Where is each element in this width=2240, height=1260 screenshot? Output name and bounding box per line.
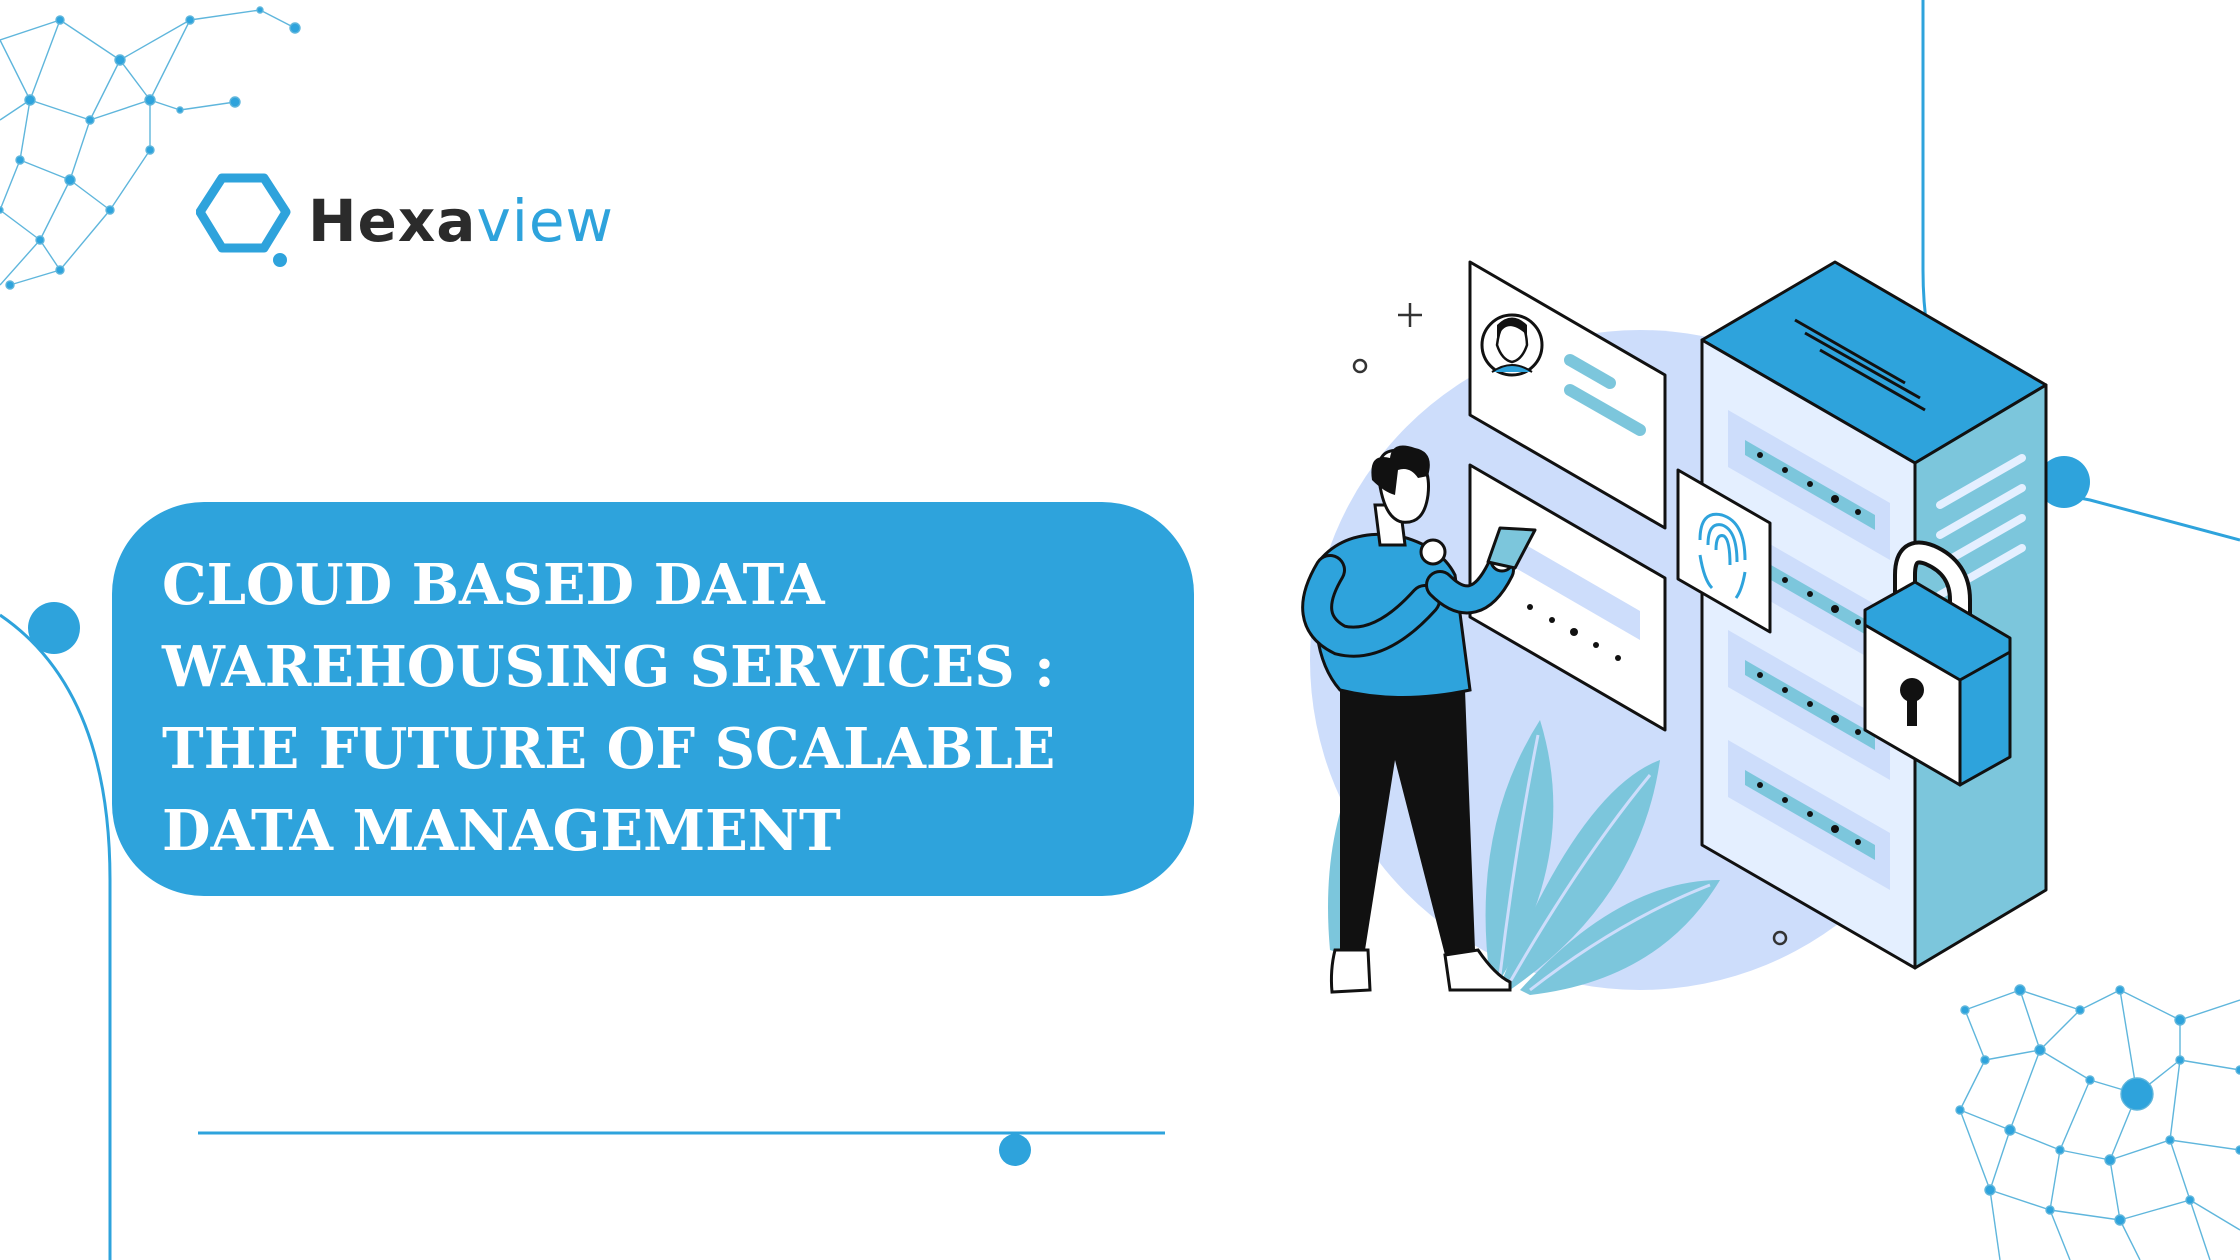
- fingerprint-icon: [1698, 512, 1747, 599]
- headline-line-1: CLOUD BASED DATA: [162, 552, 825, 618]
- brand-wordmark: Hexaview: [308, 186, 614, 256]
- network-mesh-top-left: [0, 6, 301, 290]
- headline-line-2: WAREHOUSING SERVICES :: [162, 634, 1055, 700]
- decor-dot-left: [28, 602, 80, 654]
- ring-icon: [1772, 930, 1788, 946]
- decor-dot-top-right: [2038, 456, 2090, 508]
- headline-line-3: THE FUTURE OF SCALABLE: [162, 716, 1056, 782]
- person-figure: [1301, 445, 1537, 994]
- brand-logo[interactable]: Hexaview: [196, 172, 616, 272]
- server-rack-icon: [1700, 260, 2048, 970]
- padlock-icon: [1863, 540, 2012, 787]
- user-profile-card: [1468, 260, 1667, 530]
- headline-banner: CLOUD BASED DATA WAREHOUSING SERVICES : …: [112, 502, 1194, 896]
- sparkle-icon: [1398, 303, 1422, 327]
- phone-icon: [1486, 526, 1537, 570]
- decor-curve-left: [0, 613, 112, 1260]
- brand-name-light: view: [476, 187, 614, 255]
- decor-dot-bottom: [999, 1134, 1031, 1166]
- hexagon-logo-icon: [196, 173, 291, 267]
- fingerprint-card: [1676, 468, 1772, 634]
- headline-line-4: DATA MANAGEMENT: [162, 798, 841, 864]
- brand-name-bold: Hexa: [308, 187, 477, 255]
- drive-led: [1757, 452, 1861, 845]
- leaf-vein: [1498, 734, 1711, 992]
- network-mesh-bottom-right: [1955, 984, 2240, 1260]
- ring-icon: [1352, 358, 1368, 374]
